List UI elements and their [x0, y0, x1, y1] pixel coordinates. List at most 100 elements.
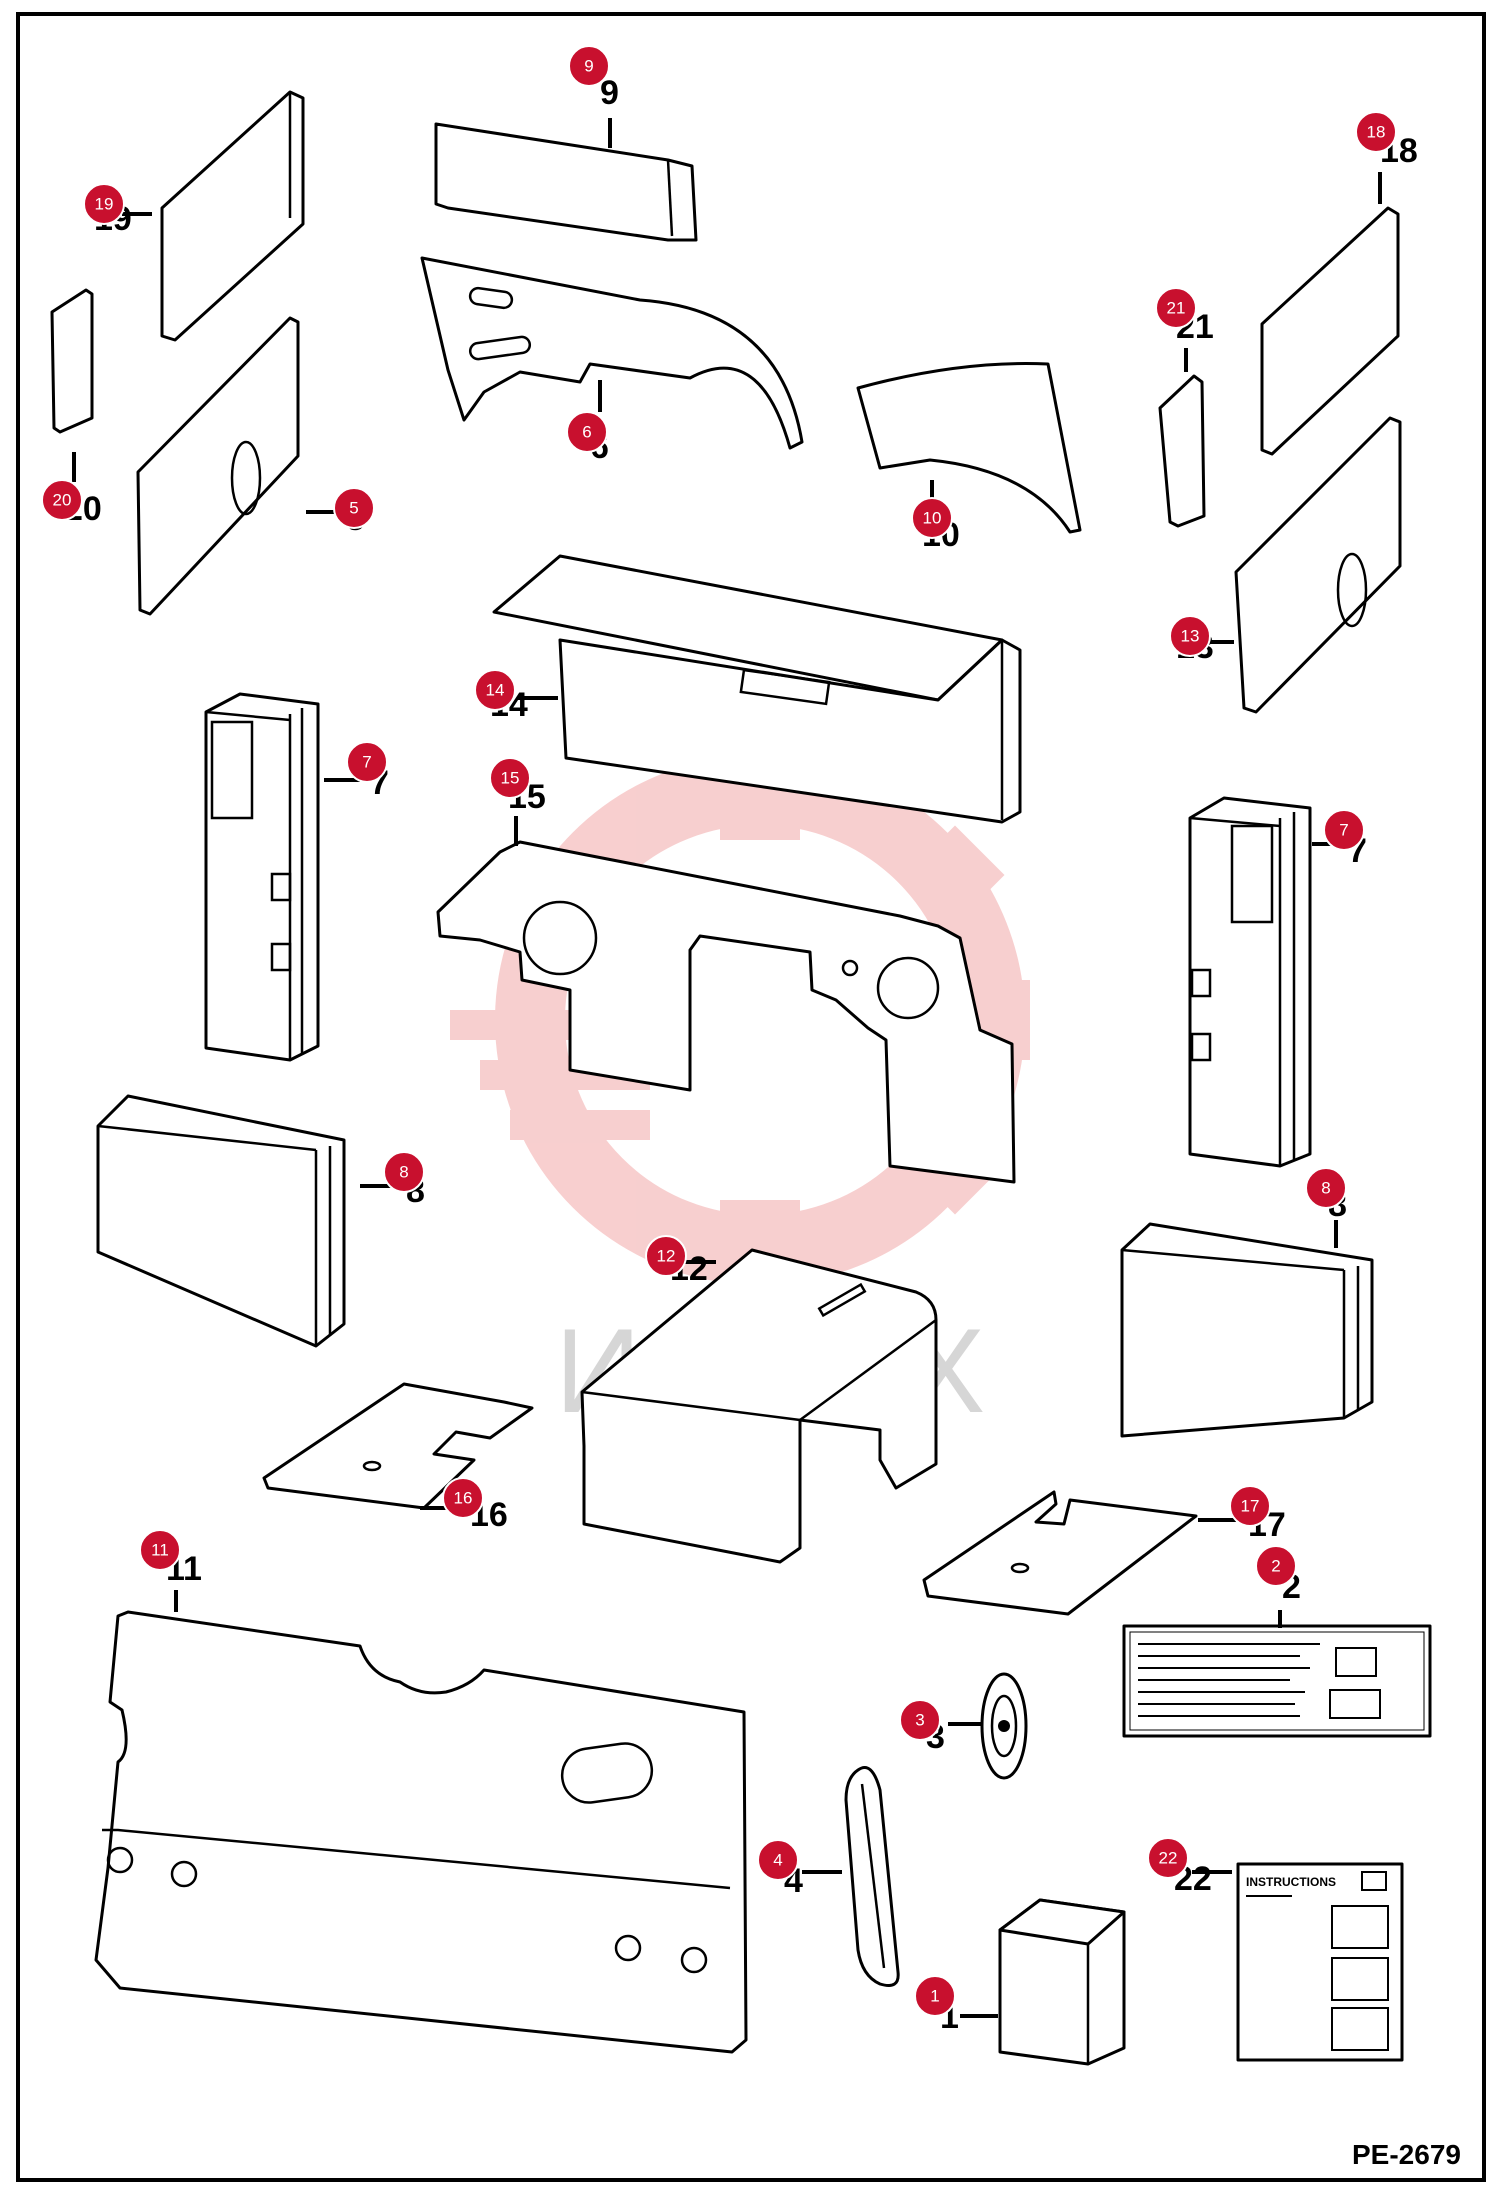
callout-badge-number: 9	[584, 57, 593, 76]
callout-badge[interactable]: 15	[489, 757, 531, 799]
part-17-plate	[922, 1490, 1198, 1616]
figure-reference: PE-2679	[1352, 2139, 1461, 2170]
part-21-strip	[1158, 374, 1206, 528]
callout-badge-circle	[1147, 1837, 1189, 1879]
callout-badge-circle	[1169, 615, 1211, 657]
callout-badge-circle	[645, 1235, 687, 1277]
part-13-plate	[1234, 416, 1402, 714]
callout-badge-number: 2	[1271, 1557, 1280, 1576]
callout-badge-circle	[333, 487, 375, 529]
callout-badge-circle	[899, 1699, 941, 1741]
callout-badge-number: 4	[773, 1851, 782, 1870]
callout-badge[interactable]: 19	[83, 183, 125, 225]
callout-badge-circle	[1323, 809, 1365, 851]
part-4-belt	[844, 1766, 900, 1987]
callout-badge[interactable]: 9	[568, 45, 610, 87]
part-8-block-left	[96, 1094, 346, 1348]
part-3-pulley	[980, 1672, 1028, 1780]
instructions-label: INSTRUCTIONS	[1246, 1875, 1336, 1889]
part-number-label: 9	[600, 74, 619, 112]
callout-badge[interactable]: 8	[1305, 1167, 1347, 1209]
callout-badge-circle	[383, 1151, 425, 1193]
callout-badge[interactable]: 17	[1229, 1485, 1271, 1527]
callout-badge-number: 1	[930, 1987, 939, 2006]
callout-badge-circle	[1355, 111, 1397, 153]
callout-badge-circle	[474, 669, 516, 711]
part-11-panel	[94, 1610, 748, 2054]
callout-badge-number: 7	[362, 753, 371, 772]
callout-badge[interactable]: 22	[1147, 1837, 1189, 1879]
callout-badge-circle	[1255, 1545, 1297, 1587]
callout-badge-number: 3	[915, 1711, 924, 1730]
diagram-frame	[16, 12, 1486, 2182]
callout-badge-number: 13	[1181, 627, 1200, 646]
callout-badge-circle	[489, 757, 531, 799]
callout-badge-number: 5	[349, 499, 358, 518]
callout-badge-circle	[41, 479, 83, 521]
callout-badge-number: 11	[151, 1541, 169, 1560]
callout-badge[interactable]: 7	[346, 741, 388, 783]
part-6-fender	[420, 256, 804, 450]
part-8-block-right	[1120, 1222, 1374, 1438]
callout-badge-circle	[139, 1529, 181, 1571]
part-22-instructions: INSTRUCTIONS	[1236, 1862, 1404, 2062]
callout-badge-number: 19	[95, 195, 114, 214]
part-14-shelf	[492, 554, 1022, 824]
callout-badge[interactable]: 5	[333, 487, 375, 529]
callout-badge-number: 10	[923, 509, 942, 528]
callout-badge[interactable]: 11	[139, 1529, 181, 1571]
callout-badge-circle	[1305, 1167, 1347, 1209]
part-15-frame	[436, 840, 1016, 1184]
callout-badge-circle	[83, 183, 125, 225]
callout-badge[interactable]: 6	[566, 411, 608, 453]
callout-badge-number: 21	[1167, 299, 1186, 318]
part-12-cover	[580, 1248, 938, 1564]
part-2-decal	[1122, 1624, 1432, 1738]
callout-badge-circle	[346, 741, 388, 783]
part-7-block-left	[204, 692, 320, 1062]
callout-badge-number: 8	[399, 1163, 408, 1182]
callout-badge-number: 17	[1241, 1497, 1260, 1516]
callout-badge[interactable]: 12	[645, 1235, 687, 1277]
callout-badge-circle	[566, 411, 608, 453]
callout-badge[interactable]: 8	[383, 1151, 425, 1193]
callout-badge-number: 18	[1367, 123, 1386, 142]
callout-badge-circle	[442, 1477, 484, 1519]
callout-badge[interactable]: 18	[1355, 111, 1397, 153]
part-18-plate	[1260, 206, 1400, 456]
callout-badge-number: 22	[1159, 1849, 1178, 1868]
callout-badge-number: 8	[1321, 1179, 1330, 1198]
callout-badge-number: 7	[1339, 821, 1348, 840]
callout-badge-number: 12	[657, 1247, 676, 1266]
part-7-block-right	[1188, 796, 1312, 1168]
part-labels: 1122334455667777888899101011111212131314…	[41, 45, 1418, 2036]
callout-badge[interactable]: 4	[757, 1839, 799, 1881]
callout-badge[interactable]: 14	[474, 669, 516, 711]
callout-badge-circle	[757, 1839, 799, 1881]
callout-badge[interactable]: 21	[1155, 287, 1197, 329]
part-10-panel	[856, 362, 1082, 534]
part-19-plate	[160, 90, 305, 342]
callout-badge[interactable]: 2	[1255, 1545, 1297, 1587]
callout-badge[interactable]: 16	[442, 1477, 484, 1519]
part-9-bar	[434, 122, 698, 242]
callout-badge[interactable]: 20	[41, 479, 83, 521]
callout-badge-circle	[1155, 287, 1197, 329]
callout-badge[interactable]: 7	[1323, 809, 1365, 851]
callout-badge-number: 20	[53, 491, 72, 510]
callout-badge-number: 14	[486, 681, 505, 700]
callout-badge-circle	[568, 45, 610, 87]
part-1-box	[998, 1898, 1126, 2066]
part-5-plate	[136, 316, 300, 616]
callout-badge[interactable]: 10	[911, 497, 953, 539]
callout-badge-circle	[911, 497, 953, 539]
callout-badge-number: 16	[454, 1489, 473, 1508]
callout-badge[interactable]: 1	[914, 1975, 956, 2017]
callout-badge-circle	[1229, 1485, 1271, 1527]
part-20-strip	[50, 288, 94, 434]
callout-badge[interactable]: 3	[899, 1699, 941, 1741]
callout-badge-number: 6	[582, 423, 591, 442]
callout-badge-number: 15	[501, 769, 520, 788]
callout-badge[interactable]: 13	[1169, 615, 1211, 657]
